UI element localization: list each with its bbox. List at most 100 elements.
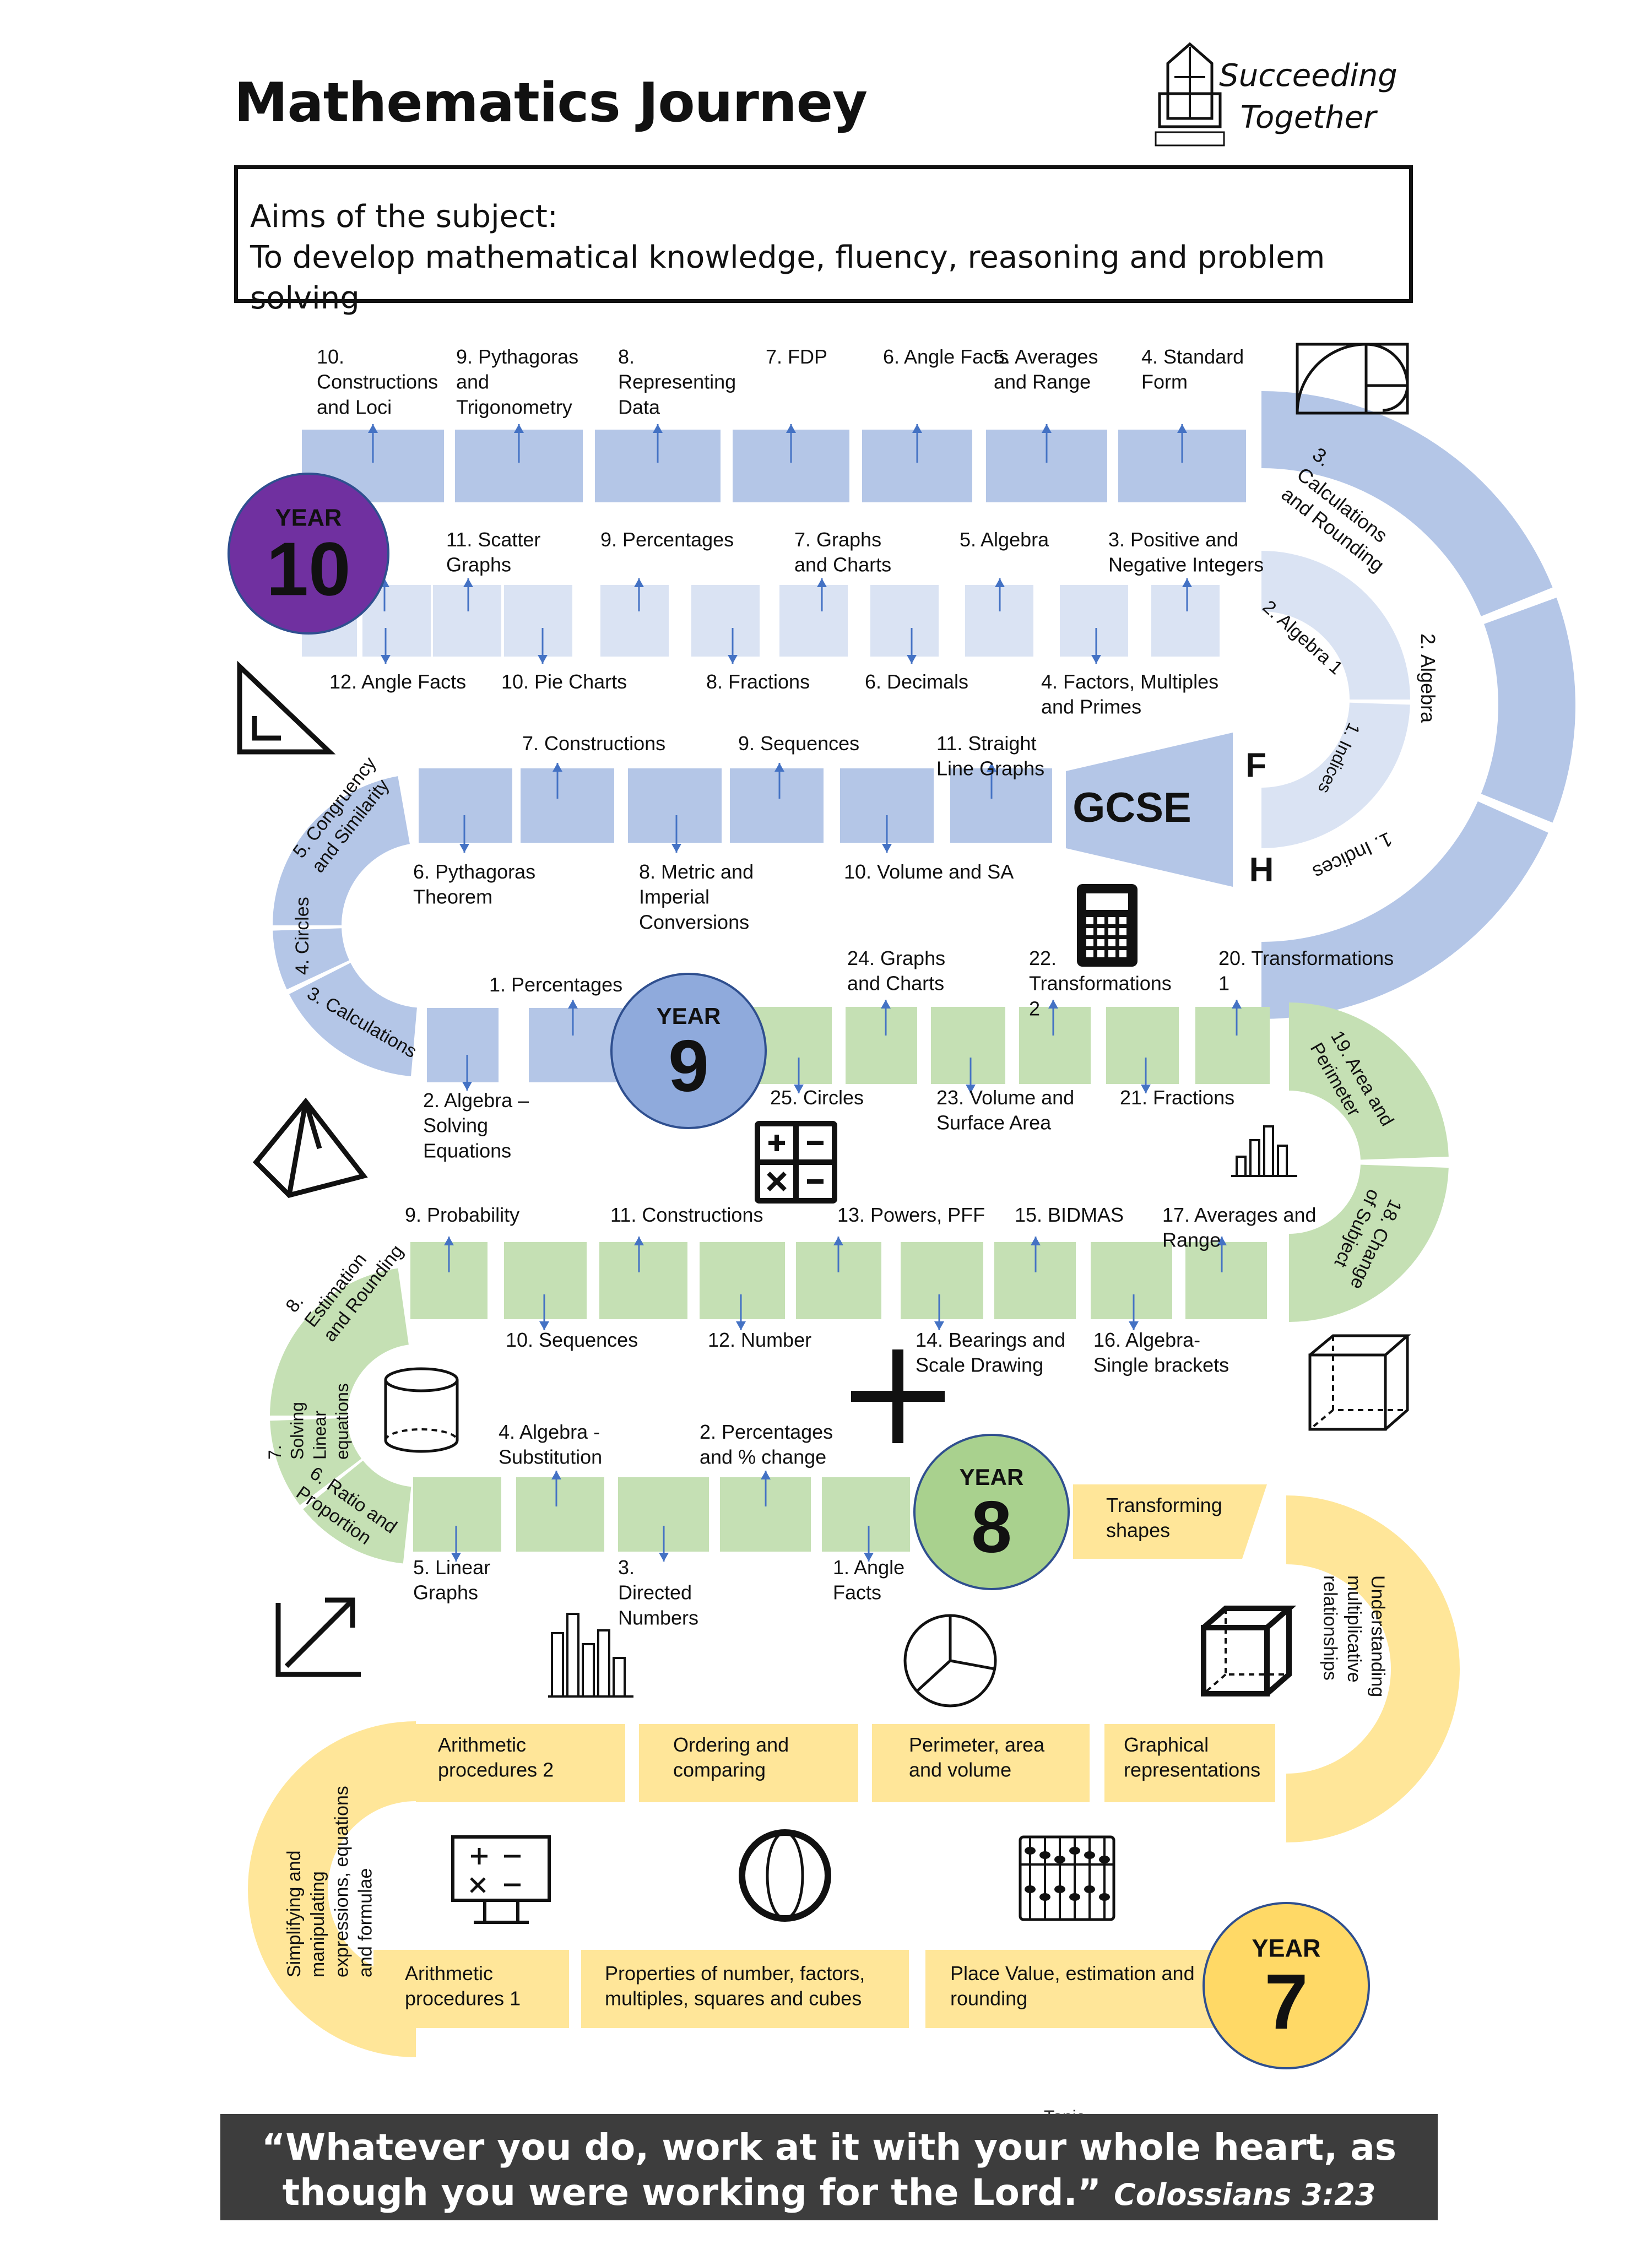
step-arrow bbox=[1217, 1237, 1227, 1272]
year10-left-curve-3 bbox=[289, 963, 417, 1076]
bar-chart-icon bbox=[1231, 1125, 1297, 1177]
topic-label: Properties of number, factors,multiples,… bbox=[605, 1962, 865, 2010]
label-line: 10. Pie Charts bbox=[501, 670, 627, 693]
topic-label: 6. Decimals bbox=[865, 670, 968, 693]
year10-row3-cell bbox=[950, 768, 1052, 843]
label-line: Data bbox=[618, 395, 660, 418]
arrow-head bbox=[634, 578, 644, 587]
topic-label: 2. Algebra bbox=[1417, 633, 1439, 723]
badge-year-number: 10 bbox=[266, 527, 350, 611]
label-line: Line Graphs bbox=[936, 757, 1044, 780]
year9-row6-cell bbox=[516, 1477, 604, 1552]
label-line: Arithmetic bbox=[405, 1962, 493, 1985]
label-line: Directed bbox=[618, 1581, 692, 1604]
step-arrow bbox=[1091, 628, 1101, 664]
label-line: Negative Integers bbox=[1108, 554, 1264, 576]
chart-bar bbox=[613, 1657, 626, 1698]
label-line: 2. Algebra – bbox=[423, 1089, 529, 1112]
label-line: relationships bbox=[1320, 1575, 1341, 1681]
calc-key bbox=[1086, 939, 1093, 946]
badge-year-number: 8 bbox=[971, 1487, 1012, 1568]
calculator-icon bbox=[1077, 884, 1138, 967]
label-line: and Primes bbox=[1041, 696, 1141, 718]
arrow-head bbox=[1091, 655, 1101, 664]
step-arrow bbox=[882, 815, 892, 853]
topic-label: 10. Volume and SA bbox=[844, 860, 1014, 883]
golden-spiral-icon bbox=[1296, 343, 1409, 415]
step-arrow bbox=[514, 424, 524, 463]
badge-year-word: YEAR bbox=[960, 1464, 1024, 1490]
year9-row5-cell bbox=[1185, 1242, 1267, 1319]
label-line: Scale Drawing bbox=[916, 1354, 1043, 1376]
cube-icon bbox=[1201, 1606, 1297, 1696]
label-line: 4. Standard bbox=[1141, 345, 1244, 368]
monitor-screen bbox=[451, 1835, 551, 1902]
label-line: Equations bbox=[423, 1139, 511, 1162]
arrow-head bbox=[551, 1471, 561, 1479]
arrow-head bbox=[538, 655, 548, 664]
step-arrow bbox=[774, 763, 784, 799]
label-line: 1. Percentages bbox=[489, 973, 622, 996]
operations-icon bbox=[755, 1121, 837, 1204]
globe-icon bbox=[739, 1829, 831, 1922]
label-line: 3. Positive and bbox=[1108, 528, 1238, 551]
arrow-head bbox=[728, 655, 738, 664]
badge-year-number: 9 bbox=[668, 1026, 709, 1107]
abacus-frame bbox=[1019, 1835, 1115, 1921]
label-line: Constructions bbox=[317, 371, 438, 393]
label-line: Trigonometry bbox=[456, 395, 572, 418]
year10-curve-outer-2 bbox=[1481, 598, 1575, 823]
label-line: Imperial bbox=[639, 886, 709, 908]
year10-curve-inner-1 bbox=[1261, 551, 1410, 700]
step-arrow bbox=[634, 578, 644, 611]
calc-key bbox=[1086, 917, 1093, 924]
label-line: 10. Sequences bbox=[506, 1329, 638, 1351]
calc-key bbox=[1108, 950, 1115, 957]
crest-icon bbox=[1155, 42, 1225, 147]
label-line: and Range bbox=[994, 371, 1091, 393]
label-line: and % change bbox=[700, 1446, 826, 1468]
label-line: 23. Volume and bbox=[936, 1086, 1074, 1109]
arrow-head bbox=[568, 1000, 578, 1009]
aims-box: Aims of the subject: To develop mathemat… bbox=[234, 165, 1413, 316]
step-arrow bbox=[459, 815, 469, 853]
arrow-head bbox=[539, 1321, 549, 1330]
label-line: comparing bbox=[673, 1759, 766, 1781]
higher-marker: H bbox=[1249, 851, 1274, 889]
step-arrow bbox=[368, 424, 378, 463]
quote-text: “Whatever you do, work at it with your w… bbox=[261, 2126, 1397, 2214]
step-arrow bbox=[463, 578, 473, 611]
step-arrow bbox=[864, 1526, 874, 1562]
year9-row4-cell bbox=[1195, 1007, 1270, 1084]
crest-shield bbox=[1158, 92, 1222, 128]
label-line: Single brackets bbox=[1093, 1354, 1229, 1376]
label-line: 14. Bearings and bbox=[916, 1329, 1065, 1351]
motto-line-1: Succeeding bbox=[1219, 58, 1398, 94]
pie-slices bbox=[916, 1616, 995, 1692]
pyramid-icon bbox=[252, 1097, 368, 1199]
year7-bottom-cell bbox=[373, 1950, 569, 2028]
arrow-head bbox=[864, 1553, 874, 1562]
label-line: Facts bbox=[833, 1581, 881, 1604]
chart-bar bbox=[551, 1632, 564, 1698]
step-arrow bbox=[761, 1471, 771, 1506]
label-line: 22. bbox=[1029, 947, 1057, 969]
year10-row3-cell bbox=[628, 768, 722, 843]
label-line: GCSE bbox=[1073, 784, 1191, 831]
arrow-head bbox=[817, 578, 827, 587]
topic-label: 8. Fractions bbox=[706, 670, 810, 693]
foundation-cell bbox=[779, 585, 848, 657]
plus-shape bbox=[851, 1349, 945, 1443]
label-line: 17. Averages and bbox=[1162, 1204, 1317, 1226]
motto-line-2: Together bbox=[1240, 100, 1377, 135]
label-line: 9. Sequences bbox=[738, 732, 859, 755]
label-line: 1. Angle bbox=[833, 1556, 904, 1579]
label-line: and Loci bbox=[317, 395, 392, 418]
topic-label: 11. Constructions bbox=[610, 1204, 763, 1226]
badge-circle bbox=[228, 473, 389, 635]
